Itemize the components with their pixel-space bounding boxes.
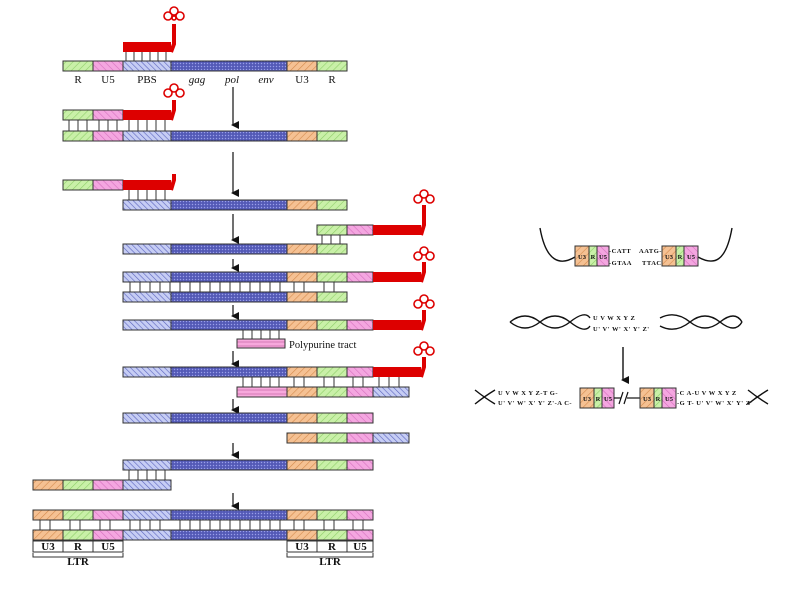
ltr-left-u3: U3 (41, 541, 55, 553)
label-pbs: PBS (137, 74, 157, 86)
segment-u5 (92, 60, 124, 72)
right-end-bottom-seq: TTAC (642, 260, 662, 267)
step-6-polypurine-tract: Polypurine tract (122, 294, 435, 351)
segment-pbs (122, 60, 172, 72)
trna-primer (123, 42, 171, 52)
segment-r (62, 60, 94, 72)
label-u5: U5 (101, 74, 115, 86)
label-r: R (74, 74, 82, 86)
svg-text:U3: U3 (665, 254, 674, 261)
svg-text:U5: U5 (599, 254, 608, 261)
ltr-left-r: R (74, 541, 83, 553)
viral-dna-curve (539, 227, 576, 262)
base-pairs (125, 52, 167, 61)
step-8-plus-strong-stop (122, 412, 410, 444)
step-4-first-strand-transfer (122, 189, 435, 255)
polypurine-tract (236, 338, 286, 349)
result-right-bottom-seq: -G T- U' V' W' X' Y' Z' (677, 400, 753, 407)
segment-gag-pol-env (170, 60, 288, 72)
svg-text:U5: U5 (604, 396, 613, 403)
ltr-left-u5: U5 (101, 541, 115, 553)
trna-stem (169, 24, 176, 53)
label-r: R (328, 74, 336, 86)
host-dna-flank-right (747, 389, 769, 405)
trna-cloverleaf-icon (413, 341, 435, 356)
viral-dna-curve (697, 227, 733, 262)
step-10-double-stranded-dna: U3 R U5 LTR U3 R U5 LTR (32, 509, 374, 568)
trna-cloverleaf-icon (163, 6, 185, 21)
step-9-second-strand-transfer (32, 459, 374, 491)
ltr-right-label: LTR (319, 556, 342, 568)
svg-text:R: R (656, 396, 661, 403)
ltr-end-left: U3 R U5 (574, 245, 610, 267)
polypurine-tract-label: Polypurine tract (289, 340, 356, 351)
result-right-top-seq: -C A-U V W X Y Z (677, 390, 737, 397)
segment-u3 (286, 60, 318, 72)
trna-cloverleaf-icon (413, 294, 435, 309)
svg-text:U5: U5 (665, 396, 674, 403)
trna-cloverleaf-icon (413, 246, 435, 261)
step-3-rnase-h (62, 174, 348, 211)
target-top-seq: U V W X Y Z (593, 315, 635, 322)
provirus-break-marks (614, 391, 640, 405)
svg-text:U3: U3 (643, 396, 652, 403)
target-bottom-seq: U' V' W' X' Y' Z' (593, 326, 650, 333)
label-gag: gag (189, 74, 206, 86)
step-1-genomic-rna: R U5 PBS gag pol env U3 R (62, 6, 348, 86)
step-2-strong-stop-dna (62, 83, 348, 142)
left-end-bottom-seq: -GTAA (609, 260, 632, 267)
host-dna-flank-left (474, 389, 496, 405)
ltr-right-u5: U5 (353, 541, 367, 553)
ltr-right-r: R (328, 541, 337, 553)
segment-r (316, 60, 348, 72)
trna-cloverleaf-icon (163, 83, 185, 98)
svg-text:U3: U3 (583, 396, 592, 403)
svg-text:R: R (596, 396, 601, 403)
label-u3: U3 (295, 74, 309, 86)
svg-text:U3: U3 (578, 254, 587, 261)
svg-text:R: R (591, 254, 596, 261)
label-pol: pol (224, 74, 239, 86)
step-5-minus-strand-synthesis (122, 246, 435, 303)
trna-cloverleaf-icon (413, 189, 435, 204)
integration-panel: U3 R U5 -CATT -GTAA AATG- TTAC U3 R U5 U… (474, 227, 769, 409)
result-left-top-seq: U V W X Y Z-T G- (498, 390, 558, 397)
provirus-ltr-left: U3 R U5 (579, 387, 615, 409)
host-dna-helix-right (659, 314, 743, 330)
step-7-plus-strand-synthesis (122, 341, 435, 398)
right-end-top-seq: AATG- (639, 248, 662, 255)
label-env: env (258, 74, 273, 86)
ltr-right-u3: U3 (295, 541, 309, 553)
left-end-top-seq: -CATT (609, 248, 631, 255)
provirus-ltr-right: U3 R U5 (639, 387, 677, 409)
svg-text:U5: U5 (687, 254, 696, 261)
ltr-left-label: LTR (67, 556, 90, 568)
svg-text:R: R (678, 254, 683, 261)
host-dna-helix-left (509, 314, 591, 330)
ltr-end-right: U3 R U5 (661, 245, 699, 267)
result-left-bottom-seq: U' V' W' X' Y' Z'-A C- (498, 400, 572, 407)
